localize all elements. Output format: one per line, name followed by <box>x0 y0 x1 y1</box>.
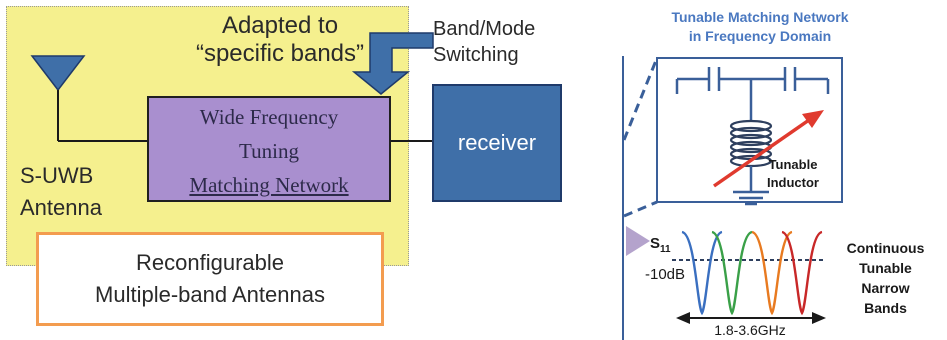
s11-curve-2 <box>711 230 753 316</box>
matching-line3: Matching Network <box>189 173 349 197</box>
band-mode-line1: Band/Mode <box>433 18 536 40</box>
s11-curve-3 <box>751 230 793 316</box>
right-title-line1: Tunable Matching Network <box>671 9 849 25</box>
matching-line1: Wide Frequency <box>199 105 339 129</box>
tuning-arrow-icon <box>713 110 824 188</box>
s11-curves <box>681 230 823 316</box>
inductor-line2: Inductor <box>767 175 819 190</box>
inductor-label: Tunable Inductor <box>750 156 836 192</box>
continuous-line3: Narrow <box>861 280 910 296</box>
band-switch-arrow <box>351 32 434 95</box>
reconfigurable-antennas-box: Reconfigurable Multiple-band Antennas <box>36 232 384 326</box>
reconfig-line1: Reconfigurable <box>136 250 284 275</box>
right-panel-title: Tunable Matching Network in Frequency Do… <box>610 8 910 46</box>
reconfig-line2: Multiple-band Antennas <box>95 282 325 307</box>
capacitor-network <box>675 67 830 122</box>
receiver-box: receiver <box>432 84 562 202</box>
s11-curve-4 <box>781 230 823 316</box>
zoom-line-bottom <box>623 200 658 218</box>
zoom-line-top <box>622 57 659 141</box>
continuous-line4: Bands <box>864 300 907 316</box>
ground-icon <box>733 166 769 206</box>
antenna-label: S-UWB Antenna <box>20 160 140 224</box>
pointer-triangle-icon <box>626 226 650 256</box>
adapted-line1: Adapted to <box>221 12 339 39</box>
continuous-line2: Tunable <box>859 260 912 276</box>
antenna-line2: Antenna <box>20 195 102 220</box>
s11-label: S11 <box>650 235 671 259</box>
antenna-line1: S-UWB <box>20 163 94 188</box>
s11-curve-1 <box>681 230 723 316</box>
continuous-bands-label: Continuous Tunable Narrow Bands <box>828 238 943 318</box>
matching-network-box: Wide Frequency Tuning Matching Network <box>147 96 391 202</box>
s11-subscript: 11 <box>660 244 671 255</box>
continuous-line1: Continuous <box>846 240 925 256</box>
freq-range-label: 1.8-3.6GHz <box>714 322 786 338</box>
band-mode-line2: Switching <box>433 44 519 66</box>
s11-main: S <box>650 235 661 252</box>
inductor-line1: Tunable <box>768 157 818 172</box>
matching-line2: Tuning <box>239 139 299 163</box>
adapted-title: Adapted to “specific bands” <box>165 12 395 68</box>
right-title-line2: in Frequency Domain <box>688 28 832 44</box>
antenna-icon <box>30 55 86 141</box>
freq-range-arrow <box>676 312 826 324</box>
band-mode-label: Band/Mode Switching <box>433 16 573 68</box>
adapted-line2: “specific bands” <box>195 40 365 67</box>
db-label: -10dB <box>645 266 686 283</box>
